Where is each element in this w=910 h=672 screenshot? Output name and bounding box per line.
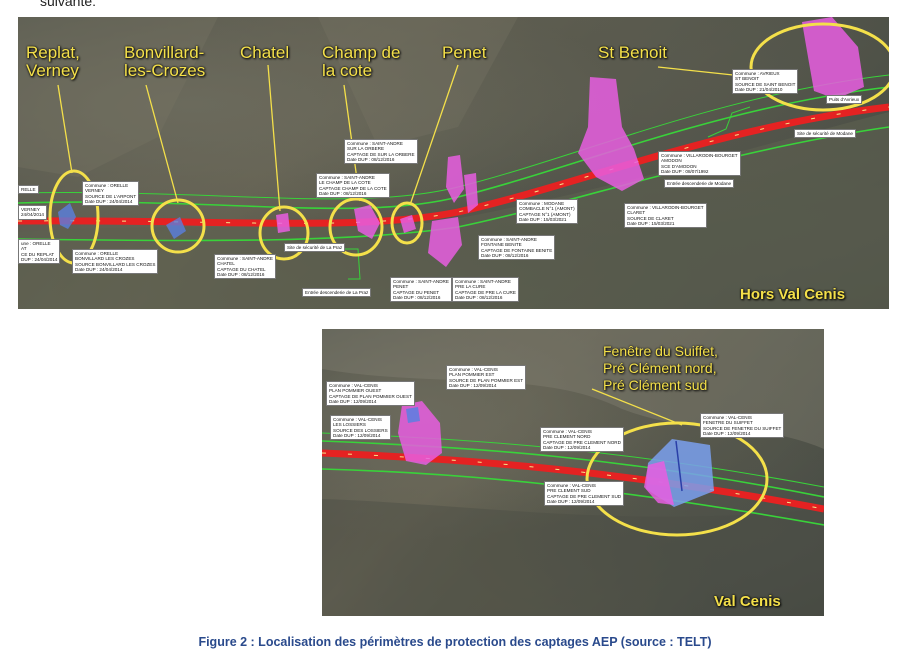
site-note: Entrée descenderie de La Praz [302, 288, 372, 298]
map-overlay-bottom [322, 329, 824, 616]
pointer-line [145, 84, 179, 204]
highlight-chatel [258, 205, 310, 261]
tunnel-chainage-ticks [18, 106, 889, 224]
pointer-line [267, 64, 281, 212]
mountain-face [18, 17, 218, 177]
site-label-chatel: Chatel [240, 43, 290, 62]
map-hors-val-cenis: Replat, Verney Bonvillard- les-Crozes Ch… [18, 17, 889, 309]
perimeter-st-benoit [578, 77, 644, 191]
info-box: Commune : VAL-CENIS PLAN POMMIER OUEST C… [326, 381, 415, 407]
site-note: Entrée descenderie de Modane [664, 179, 735, 189]
info-box: Commune : SAINT-ANDRE LE CHAMP DE LA COT… [316, 173, 390, 199]
pointer-line [57, 84, 73, 174]
highlight-penet [390, 201, 424, 245]
pointer-line [409, 64, 459, 206]
mountain-face [318, 17, 518, 147]
info-box: Commune : AVRIEUX ST BENOIT SOURCE DE SA… [732, 69, 799, 95]
descenderie-la-praz [344, 248, 361, 280]
site-note: Site de sécurité de Modane [794, 129, 856, 139]
perimeter-pre-clement [644, 461, 674, 505]
descenderie-modane [707, 106, 751, 138]
info-box: Commune : SAINT-ANDRE SUR LA ORBERE CAPT… [344, 139, 418, 165]
highlight-champ-de-la-cote [328, 197, 384, 257]
info-box: une : ORELLE AT CE DU REPLAT DUP : 24/04… [18, 239, 61, 265]
info-box: Commune : VAL-CENIS LES LOSSIERS SOURCE … [330, 415, 391, 441]
perimeter-plan-pommier [398, 401, 442, 465]
perimeter-avrieux [802, 17, 864, 99]
tunnel-alignment [322, 449, 824, 513]
site-label-replat-verney: Replat, Verney [26, 43, 80, 80]
region-label-val-cenis: Val Cenis [714, 593, 781, 610]
info-box: Commune : SAINT-ANDRE CHATEL CAPTAGE DU … [214, 254, 276, 280]
site-label-bonvillard: Bonvillard- les-Crozes [124, 43, 206, 80]
info-box: Commune : VILLARODIN-BOURGET AMODON SCE … [658, 151, 741, 177]
figure-caption: Figure 2 : Localisation des périmètres d… [198, 635, 712, 649]
pointer-line [591, 388, 683, 426]
page-top-fragment: suivante: [40, 0, 97, 9]
site-label-st-benoit: St Benoit [598, 43, 667, 62]
perimeter-fontaine-benite [464, 173, 478, 213]
site-note: Site de sécurité de La Praz [284, 243, 346, 253]
info-box: Commune : VAL-CENIS FENETRE DU SUIFFET S… [700, 413, 785, 439]
info-box: Commune : SAINT-ANDRE PENET CAPTAGE DU P… [390, 277, 452, 303]
map-val-cenis: Fenêtre du Suiffet, Pré Clément nord, Pr… [322, 329, 824, 616]
info-box: Commune : VILLARODIN-BOURGET CLARET SOUR… [624, 203, 707, 229]
source-line [675, 440, 683, 492]
info-box: Commune : VAL-CENIS PLAN POMMIER EST SOU… [446, 365, 527, 391]
info-box: RELLE [18, 185, 39, 195]
perimeter-combacle [428, 217, 462, 267]
site-label-suiffet-pre-clement: Fenêtre du Suiffet, Pré Clément nord, Pr… [603, 343, 718, 393]
highlight-st-benoit [749, 22, 889, 112]
corridor-line-upper [322, 440, 824, 498]
info-box: VERNEY 24/04/2014 [18, 205, 47, 220]
info-box: Commune : SAINT-ANDRE FONTAINE BENITE CA… [478, 235, 556, 261]
region-label-hors-val-cenis: Hors Val Cenis [740, 286, 846, 303]
info-box: Commune : VAL-CENIS PRE CLEMENT SUD CAPT… [544, 481, 625, 507]
perimeter-replat [58, 203, 76, 229]
info-box: Commune : SAINT-ANDRE PRE LA CURE CAPTAG… [452, 277, 519, 303]
info-box: Commune : ORELLE BONVILLARD LES CROZES S… [72, 249, 159, 275]
site-note: Puits d'Avrieux [826, 95, 863, 105]
snowy-ridge [322, 329, 824, 449]
perimeter-bonvillard [166, 217, 186, 239]
site-label-champ-de-la-cote: Champ de la cote [322, 43, 401, 80]
info-box: Commune : ORELLE VERNEY SOURCE DE L'ARPO… [82, 181, 140, 207]
site-label-penet: Penet [442, 43, 487, 62]
info-box: Commune : MODANE COMBACLE N°1 (AMONT) CA… [516, 199, 578, 225]
valley-floor [322, 499, 824, 616]
perimeter-pre-la-cure [446, 155, 464, 203]
info-box: Commune : VAL-CENIS PRE CLEMENT NORD CAP… [540, 427, 624, 453]
highlight-bonvillard [150, 198, 206, 254]
perimeter-penet [400, 215, 416, 233]
perimeter-chatel [276, 213, 290, 233]
perimeter-champ-de-la-cote [354, 205, 380, 239]
perimeter-plan-pommier-core [406, 407, 420, 423]
